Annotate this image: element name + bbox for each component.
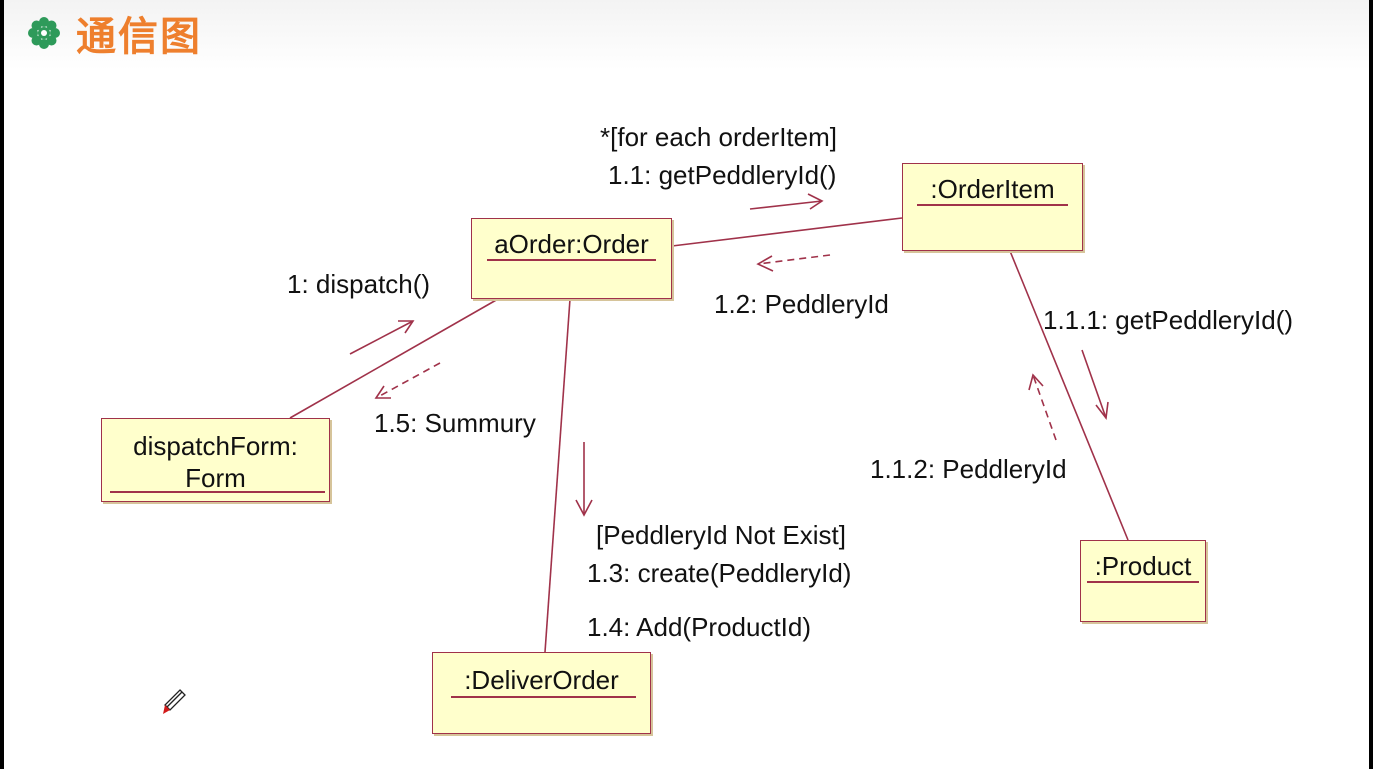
pencil-cursor-icon bbox=[163, 689, 186, 714]
message-1-2: 1.2: PeddleryId bbox=[714, 289, 889, 319]
object-dispatchform-label-line2: Form bbox=[185, 463, 246, 493]
slide-header: 通信图 bbox=[26, 4, 202, 62]
arrow-1-3-icon bbox=[575, 442, 593, 517]
link-order-deliverorder bbox=[544, 298, 571, 653]
object-product-label: :Product bbox=[1094, 551, 1192, 581]
object-deliverorder-label: :DeliverOrder bbox=[464, 665, 619, 695]
message-guard-not-exist: [PeddleryId Not Exist] bbox=[596, 520, 846, 550]
message-1-1-2: 1.1.2: PeddleryId bbox=[870, 454, 1067, 484]
arrow-1-1-1-icon bbox=[1081, 349, 1109, 421]
arrow-1-2-icon bbox=[756, 254, 831, 272]
object-product-underline bbox=[1087, 581, 1199, 583]
message-for-each-guard: *[for each orderItem] bbox=[600, 122, 837, 152]
message-1: 1: dispatch() bbox=[287, 269, 431, 299]
link-order-orderitem bbox=[671, 217, 903, 247]
object-dispatchform-underline bbox=[110, 491, 325, 493]
right-border bbox=[1369, 0, 1373, 769]
object-dispatchform[interactable]: dispatchForm: Form bbox=[101, 418, 330, 502]
message-1-4: 1.4: Add(ProductId) bbox=[587, 612, 812, 642]
arrow-1-5-icon bbox=[374, 362, 441, 399]
object-orderitem[interactable]: :OrderItem bbox=[902, 163, 1083, 251]
message-1-1: 1.1: getPeddleryId() bbox=[608, 160, 837, 190]
object-deliverorder-underline bbox=[451, 696, 636, 698]
arrow-1-icon bbox=[349, 320, 415, 355]
object-deliverorder[interactable]: :DeliverOrder bbox=[432, 652, 651, 734]
left-border bbox=[0, 0, 4, 769]
flower-bullet-icon bbox=[28, 17, 60, 49]
object-product[interactable]: :Product bbox=[1080, 540, 1206, 622]
object-orderitem-label: :OrderItem bbox=[930, 174, 1055, 204]
message-1-1-1: 1.1.1: getPeddleryId() bbox=[1043, 305, 1294, 335]
message-1-3: 1.3: create(PeddleryId) bbox=[587, 558, 852, 588]
arrow-1-1-icon bbox=[749, 193, 824, 210]
object-order[interactable]: aOrder:Order bbox=[471, 218, 672, 299]
object-order-underline bbox=[487, 259, 656, 261]
message-1-5: 1.5: Summury bbox=[374, 408, 536, 438]
slide-title: 通信图 bbox=[76, 14, 202, 60]
link-form-order bbox=[289, 298, 499, 419]
object-orderitem-underline bbox=[917, 204, 1068, 206]
arrow-1-1-2-icon bbox=[1028, 373, 1057, 441]
object-dispatchform-label-line1: dispatchForm: bbox=[133, 431, 298, 461]
object-order-label: aOrder:Order bbox=[494, 229, 649, 259]
link-orderitem-product bbox=[1009, 250, 1129, 541]
